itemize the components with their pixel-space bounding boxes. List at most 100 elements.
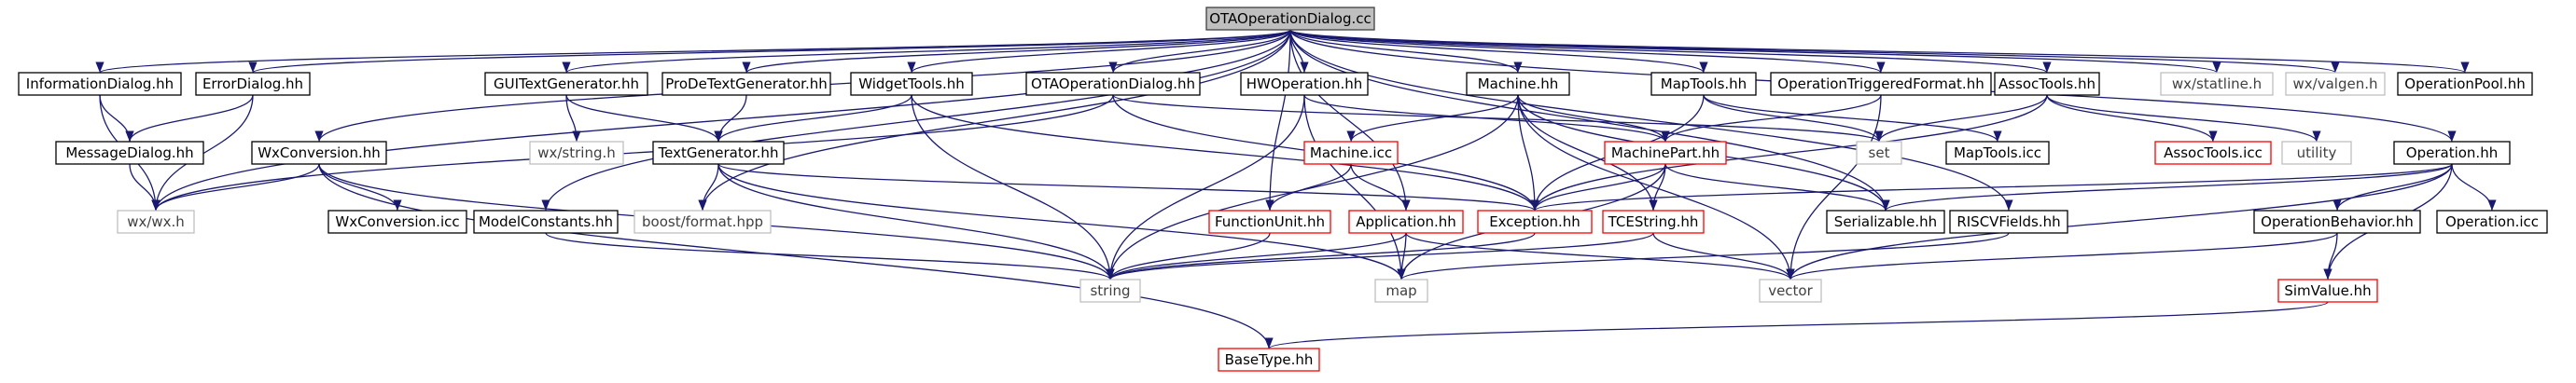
edge-textgen-to-map	[717, 163, 1406, 280]
node-wxconvicc[interactable]: WxConversion.icc	[327, 210, 467, 234]
edge-simvalue-to-basetype	[1264, 301, 2329, 349]
edge-optrigfmt-to-vector	[1786, 94, 1882, 280]
node-opicc[interactable]: Operation.icc	[2436, 210, 2548, 234]
edge-root-to-riscv	[1289, 29, 2013, 212]
node-application[interactable]: Application.hh	[1348, 210, 1464, 234]
edge-maptools-to-set	[1703, 94, 1884, 143]
node-assoctools[interactable]: AssocTools.hh	[1994, 72, 2100, 96]
node-serializable[interactable]: Serializable.hh	[1826, 210, 1945, 234]
node-basetype[interactable]: BaseType.hh	[1218, 348, 1320, 372]
node-label: MachinePart.hh	[1611, 144, 1720, 161]
node-box	[1348, 210, 1464, 234]
node-label: GUITextGenerator.hh	[494, 75, 639, 92]
node-exception[interactable]: Exception.hh	[1477, 210, 1593, 234]
edge-widgettools-to-textgen	[714, 94, 912, 143]
node-operation[interactable]: Operation.hh	[2393, 141, 2511, 165]
node-box	[850, 72, 973, 96]
node-label: AssocTools.hh	[1998, 75, 2096, 92]
node-label: OTAOperationDialog.hh	[1031, 75, 1195, 92]
edge-assoctools-to-utility	[2046, 94, 2321, 143]
node-maptools[interactable]: MapTools.hh	[1650, 72, 1757, 96]
edge-tcestring-to-string	[1106, 232, 1654, 280]
node-assoctoolsicc[interactable]: AssocTools.icc	[2154, 141, 2272, 165]
edge-machinehh-to-vector	[1517, 94, 1795, 280]
node-wxvalgen: wx/valgen.h	[2285, 72, 2386, 96]
edge-root-to-assoctools	[1289, 29, 2052, 74]
node-errdlg[interactable]: ErrorDialog.hh	[195, 72, 311, 96]
node-box	[1303, 141, 1399, 165]
edge-root-to-infodlg	[95, 29, 1291, 74]
node-set: set	[1856, 141, 1902, 165]
dependency-edges	[95, 29, 2497, 349]
node-widgettools[interactable]: WidgetTools.hh	[850, 72, 973, 96]
node-wxstring: wx/string.h	[529, 141, 624, 165]
edge-machinehh-to-machinepart	[1517, 94, 1670, 143]
node-label: OperationBehavior.hh	[2261, 213, 2414, 230]
edge-root-to-optrigfmt	[1289, 29, 1886, 74]
node-guitextgen[interactable]: GUITextGenerator.hh	[484, 72, 648, 96]
node-box	[1759, 279, 1822, 303]
edge-riscv-to-map	[1397, 232, 2010, 280]
edge-machinehh-to-tcestring	[1517, 94, 1658, 212]
node-label: ProDeTextGenerator.hh	[665, 75, 828, 92]
edge-operation-to-opicc	[2451, 163, 2497, 212]
node-simvalue[interactable]: SimValue.hh	[2277, 279, 2378, 303]
edge-hwop-to-string	[1106, 94, 1305, 280]
node-otaopdlg[interactable]: OTAOperationDialog.hh	[1025, 72, 1201, 96]
node-funcunit[interactable]: FunctionUnit.hh	[1208, 210, 1331, 234]
edge-root-to-maptools	[1289, 29, 1708, 74]
edge-guitextgen-to-wxstring	[565, 94, 581, 143]
edge-hwop-to-map	[1303, 94, 1406, 280]
node-label: WxConversion.hh	[258, 144, 381, 161]
edge-operation-to-opbehavior	[2332, 163, 2453, 212]
edge-root-to-otaopdlg	[1108, 29, 1291, 74]
node-oppool[interactable]: OperationPool.hh	[2397, 72, 2533, 96]
node-label: ModelConstants.hh	[479, 213, 613, 230]
node-label: set	[1869, 144, 1890, 161]
node-box	[652, 141, 785, 165]
edge-widgettools-to-exception	[911, 94, 1539, 212]
node-box	[195, 72, 311, 96]
node-label: utility	[2297, 144, 2337, 161]
node-hwop[interactable]: HWOperation.hh	[1240, 72, 1369, 96]
edge-machinehh-to-exception	[1517, 94, 1539, 212]
node-tcestring[interactable]: TCEString.hh	[1602, 210, 1705, 234]
edge-textgen-to-boostformat	[698, 163, 719, 212]
node-label: RISCVFields.hh	[1956, 213, 2060, 230]
node-map: map	[1374, 279, 1428, 303]
node-wxstatline: wx/statline.h	[2160, 72, 2274, 96]
edge-opbehavior-to-vector	[1786, 232, 2338, 280]
node-wxconv[interactable]: WxConversion.hh	[251, 141, 387, 165]
node-machinehh[interactable]: Machine.hh	[1466, 72, 1570, 96]
edge-root-to-wxstatline	[1289, 29, 2221, 74]
node-box	[1770, 72, 1992, 96]
edge-machineicc-to-funcunit	[1265, 163, 1352, 212]
edge-machinepart-to-exception	[1530, 163, 1666, 212]
node-vector: vector	[1759, 279, 1822, 303]
node-label: ErrorDialog.hh	[202, 75, 303, 92]
node-msgdlg[interactable]: MessageDialog.hh	[55, 141, 204, 165]
node-root[interactable]: OTAOperationDialog.cc	[1205, 7, 1375, 31]
node-label: AssocTools.icc	[2164, 144, 2263, 161]
node-box	[1602, 210, 1705, 234]
edge-root-to-prodetextgen	[742, 29, 1291, 74]
edge-textgen-to-string	[717, 163, 1115, 280]
node-riscv[interactable]: RISCVFields.hh	[1949, 210, 2068, 234]
node-optrigfmt[interactable]: OperationTriggeredFormat.hh	[1770, 72, 1992, 96]
node-modelconst[interactable]: ModelConstants.hh	[473, 210, 619, 234]
node-box	[1650, 72, 1757, 96]
node-label: WxConversion.icc	[335, 213, 459, 230]
node-opbehavior[interactable]: OperationBehavior.hh	[2253, 210, 2421, 234]
node-textgen[interactable]: TextGenerator.hh	[652, 141, 785, 165]
node-machineicc[interactable]: Machine.icc	[1303, 141, 1399, 165]
node-machinepart[interactable]: MachinePart.hh	[1604, 141, 1727, 165]
edge-wxconv-to-basetype	[318, 163, 1274, 349]
node-label: Application.hh	[1356, 213, 1456, 230]
node-prodetextgen[interactable]: ProDeTextGenerator.hh	[661, 72, 831, 96]
node-infodlg[interactable]: InformationDialog.hh	[18, 72, 182, 96]
node-maptoolsicc[interactable]: MapTools.icc	[1945, 141, 2050, 165]
edge-exception-to-string	[1106, 232, 1536, 280]
edge-assoctools-to-set	[1874, 94, 2048, 143]
node-label: FunctionUnit.hh	[1215, 213, 1325, 230]
